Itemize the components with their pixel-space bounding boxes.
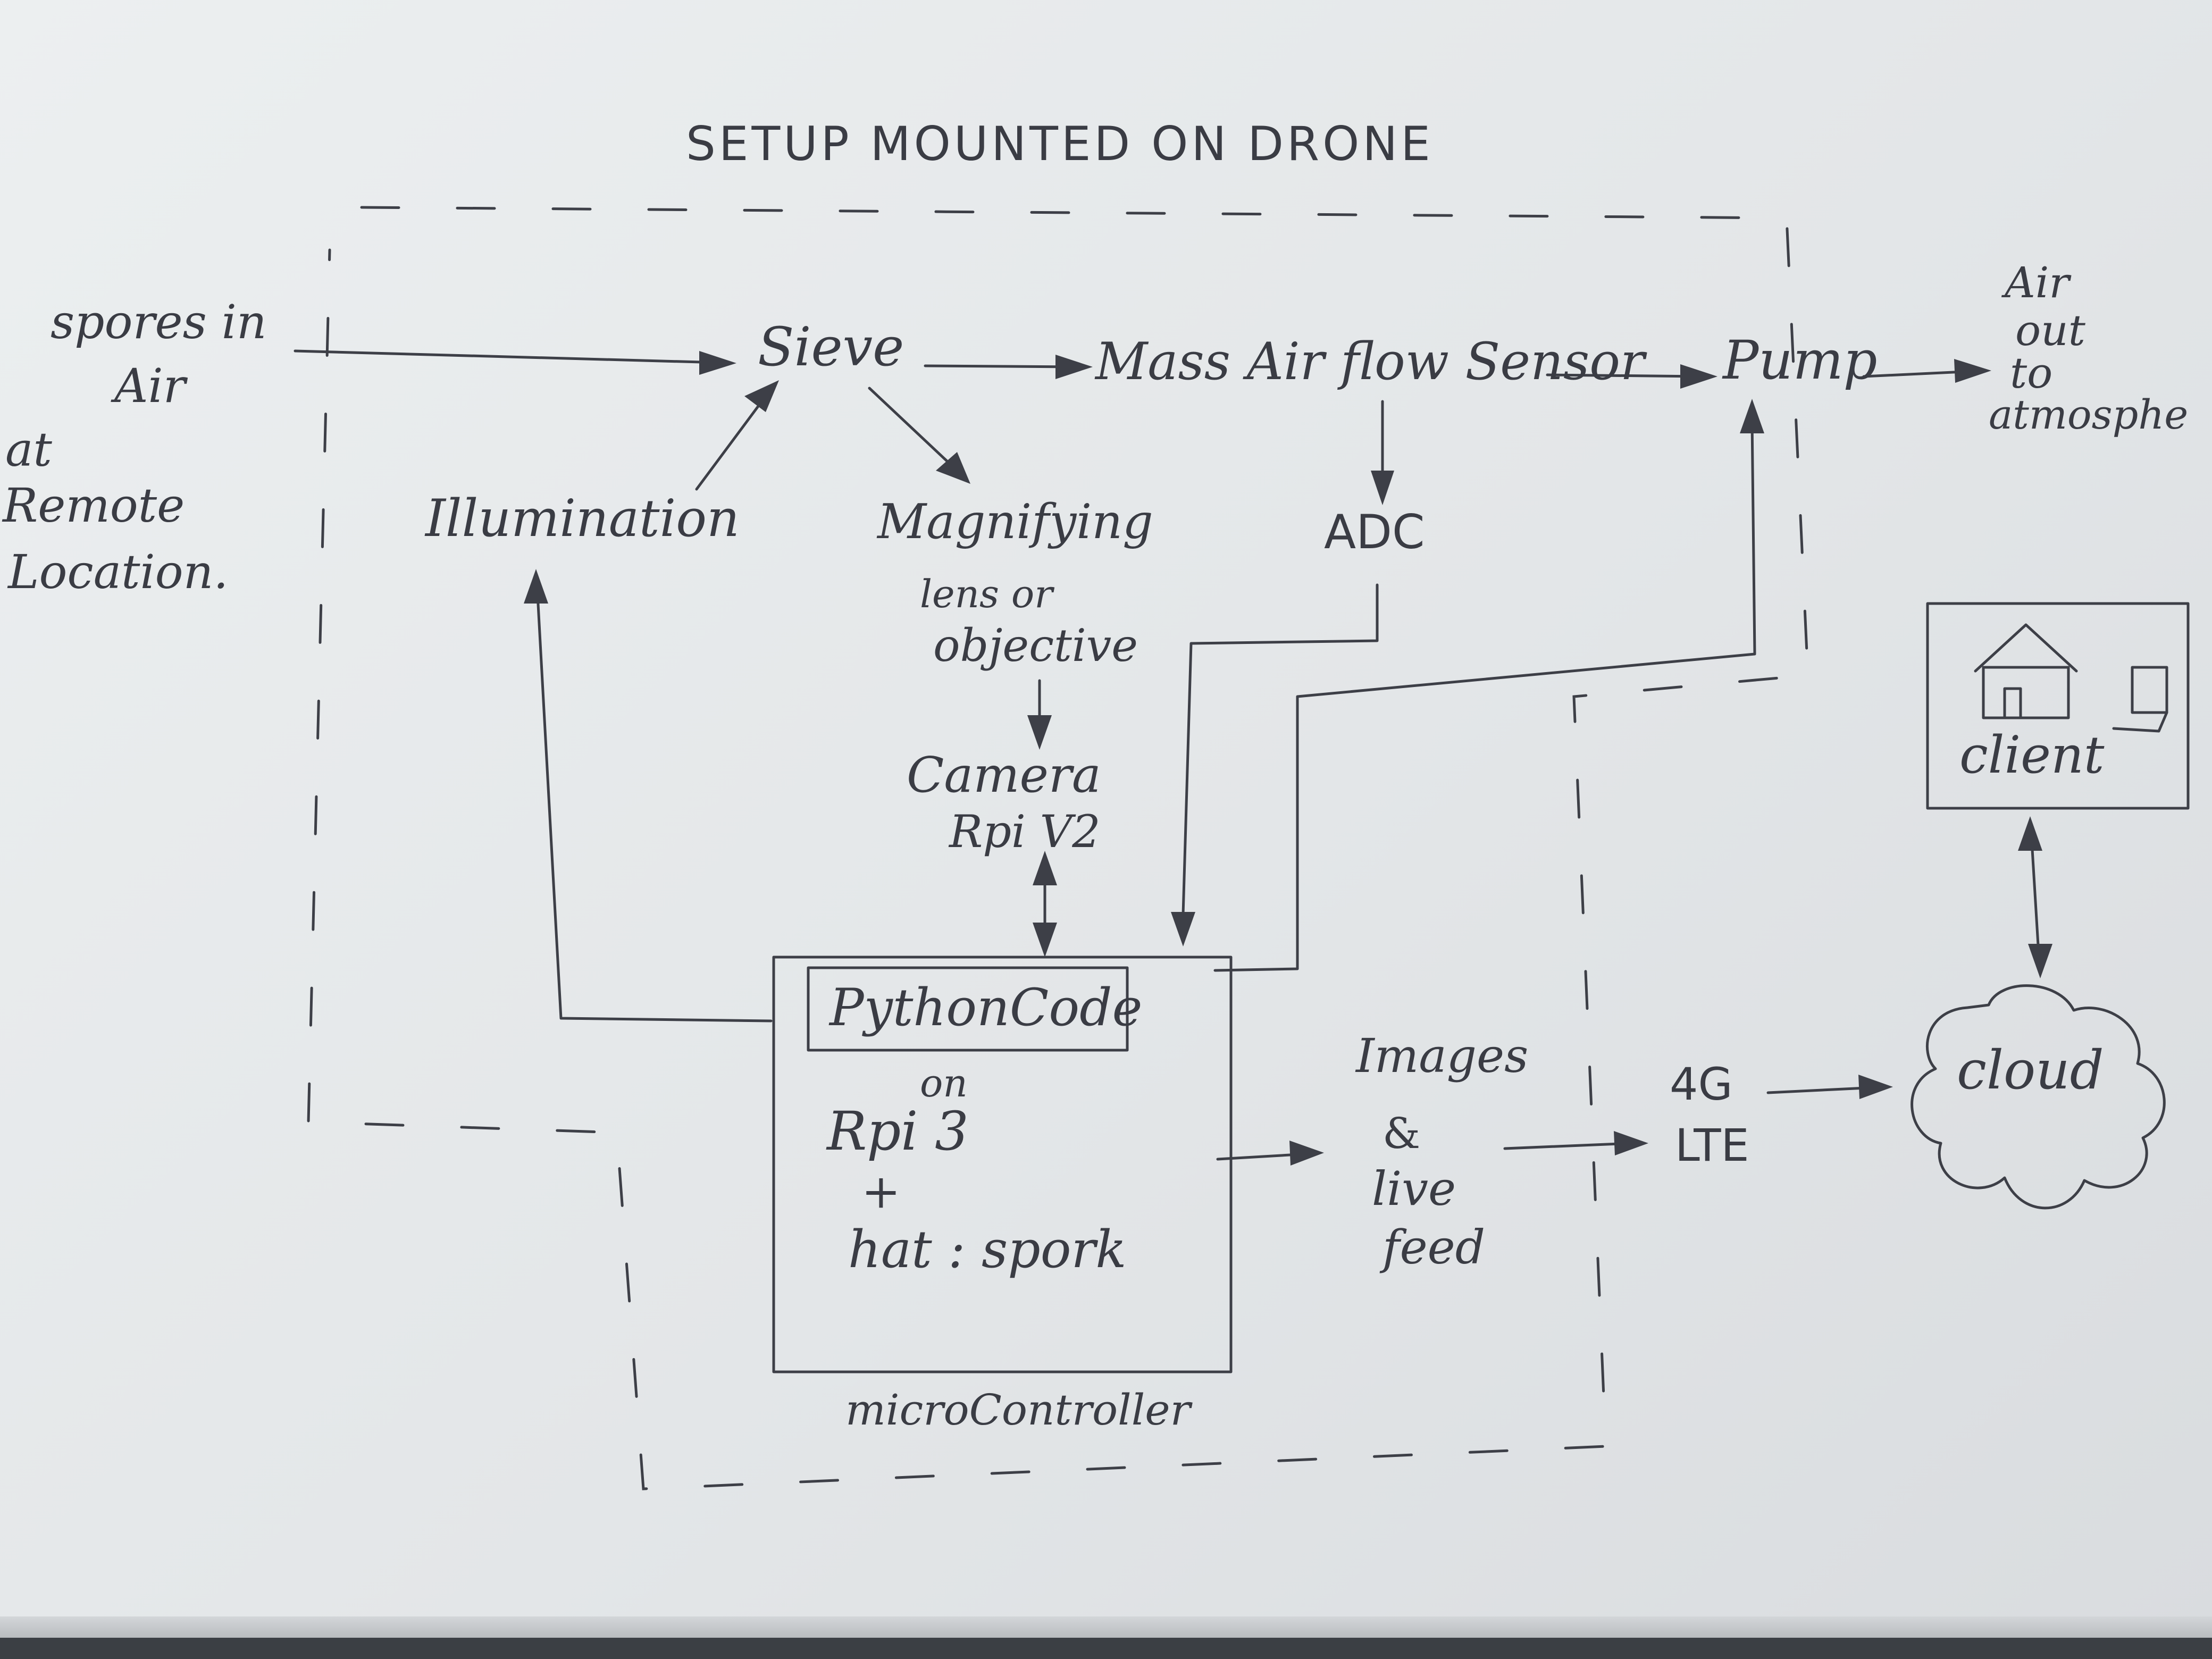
label-spores-remote: Remote (3, 478, 185, 533)
label-spores-location: Location. (8, 544, 229, 599)
diagram-title: SETUP MOUNTED ON DRONE (686, 116, 1434, 171)
label-lte: LTE (1675, 1119, 1749, 1171)
label-mass-air-flow-sensor: Mass Air flow Sensor (1095, 332, 1645, 391)
label-mc-hat: hat : spork (848, 1220, 1127, 1279)
label-mc-rpi3: Rpi 3 (827, 1100, 969, 1162)
label-objective: objective (933, 619, 1138, 672)
label-images-and: & (1382, 1109, 1421, 1158)
label-pump: Pump (1723, 329, 1878, 391)
label-live: live (1372, 1161, 1456, 1216)
arrow-lines (294, 349, 2041, 1161)
label-adc: ADC (1324, 505, 1425, 559)
label-client: client (1959, 725, 2105, 785)
laptop-icon (2112, 666, 2168, 733)
arrowheads (524, 351, 2052, 1166)
label-camera-model: Rpi V2 (949, 806, 1101, 858)
paper-edge (0, 1616, 2212, 1638)
label-spores-at: at (5, 422, 52, 477)
label-python-code: PythonCode (830, 978, 1143, 1037)
label-spores-in: spores in (51, 295, 267, 349)
label-air-out-1: Air (2005, 258, 2069, 307)
label-mc-on: on (920, 1061, 968, 1105)
label-images: Images (1356, 1028, 1529, 1083)
label-feed: feed (1382, 1220, 1486, 1275)
label-mc-plus: + (861, 1164, 901, 1219)
cloud-shape (1911, 984, 2166, 1210)
label-cloud: cloud (1957, 1039, 2104, 1101)
label-air-out-2: out (2015, 306, 2085, 355)
label-air-out-4: atmosphe (1989, 391, 2189, 438)
python-code-box (807, 966, 1129, 1052)
label-illumination: Illumination (425, 489, 740, 548)
label-lens-or: lens or (920, 572, 1053, 616)
label-air-out-3: to (2010, 348, 2053, 398)
house-icon (1974, 623, 2078, 719)
client-box (1926, 602, 2190, 810)
label-spores-air: Air (114, 358, 186, 413)
label-4g: 4G (1670, 1058, 1733, 1110)
microcontroller-box (772, 956, 1233, 1373)
label-sieve: Sieve (758, 316, 904, 378)
label-camera: Camera (907, 747, 1101, 803)
label-microcontroller: microController (845, 1385, 1191, 1435)
label-magnifying: Magnifying (877, 494, 1153, 550)
